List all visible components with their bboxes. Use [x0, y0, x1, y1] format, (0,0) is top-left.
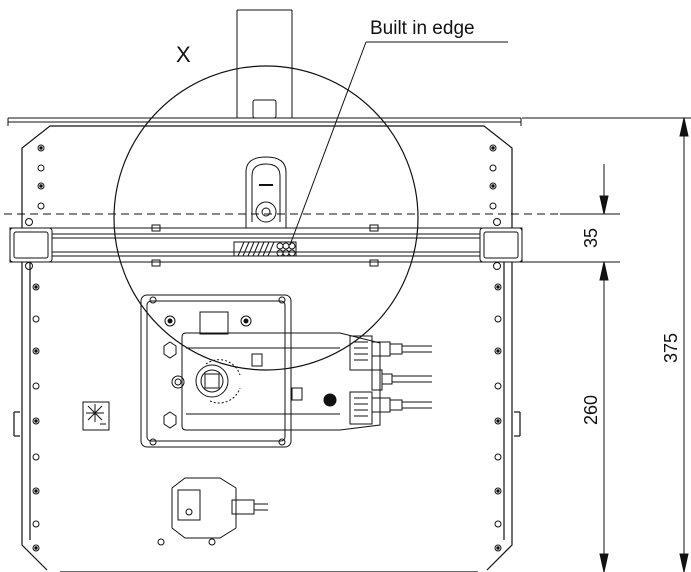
actuator-cables	[371, 341, 432, 413]
top-shaft	[236, 9, 293, 119]
dim-260-label: 260	[581, 395, 601, 425]
dim-260	[599, 280, 609, 572]
actuator-plate	[140, 294, 292, 448]
center-handle	[245, 156, 287, 228]
blade-rail	[9, 218, 523, 270]
dim-35	[522, 164, 620, 281]
actuator-body	[181, 332, 383, 431]
lower-sensor	[157, 477, 268, 546]
warning-label	[82, 401, 110, 431]
dim-375-label: 375	[661, 333, 681, 363]
callout-leader	[289, 41, 508, 246]
dim-35-label: 35	[581, 228, 601, 248]
holes-right	[489, 144, 502, 552]
built-in-edge	[233, 241, 297, 257]
callout-label: Built in edge	[370, 18, 475, 39]
housing-outline	[13, 125, 521, 572]
top-flange	[7, 117, 522, 127]
detail-circle	[113, 65, 419, 371]
holes-left	[32, 144, 45, 552]
dim-375	[522, 117, 691, 572]
detail-marker-label: X	[176, 42, 191, 67]
